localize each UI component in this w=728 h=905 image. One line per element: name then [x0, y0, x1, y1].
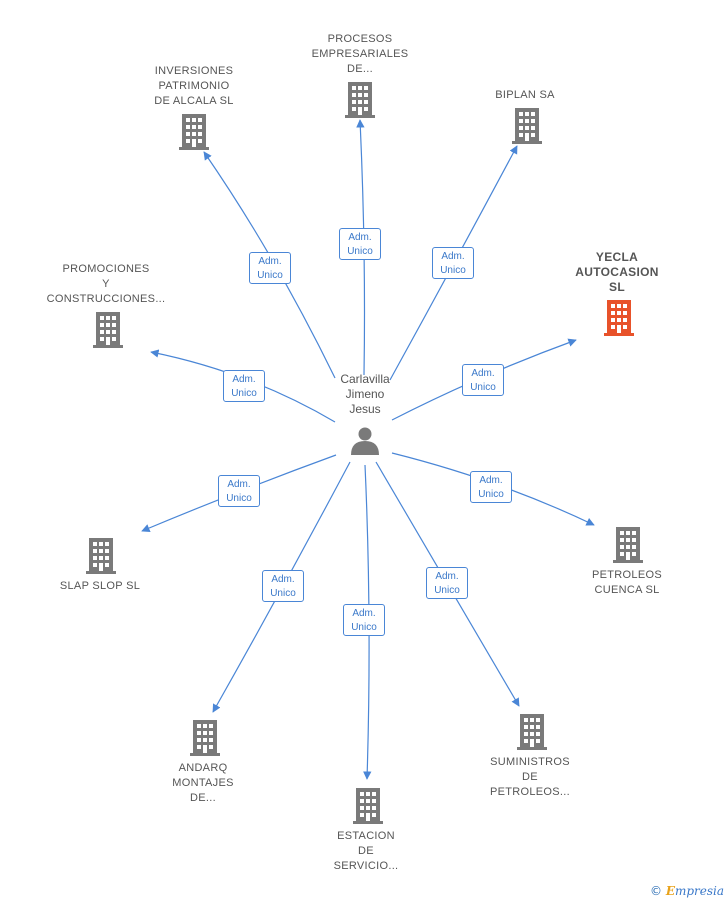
- company-label-slap[interactable]: SLAP SLOP SL: [59, 580, 141, 592]
- company-label-estacion[interactable]: ESTACION DE SERVICIO...: [333, 830, 399, 872]
- company-label-promociones[interactable]: PROMOCIONES Y CONSTRUCCIONES...: [46, 263, 166, 305]
- relation-badge-andarq: Adm. Unico: [262, 570, 304, 602]
- relation-badge-procesos: Adm. Unico: [339, 228, 381, 260]
- building-icon-inversiones[interactable]: [179, 114, 209, 150]
- relation-badge-slap: Adm. Unico: [218, 475, 260, 507]
- building-icon-suministros[interactable]: [517, 714, 547, 750]
- building-icon-andarq[interactable]: [190, 720, 220, 756]
- copyright-symbol: ©: [650, 884, 662, 898]
- company-label-procesos[interactable]: PROCESOS EMPRESARIALES DE...: [311, 33, 409, 75]
- company-label-biplan[interactable]: BIPLAN SA: [495, 89, 555, 101]
- relation-badge-suministros: Adm. Unico: [426, 567, 468, 599]
- building-icon-biplan[interactable]: [512, 108, 542, 144]
- building-icon-slap[interactable]: [86, 538, 116, 574]
- company-label-petroleos[interactable]: PETROLEOS CUENCA SL: [592, 569, 662, 596]
- relation-badge-yecla: Adm. Unico: [462, 364, 504, 396]
- building-icon-promociones[interactable]: [93, 312, 123, 348]
- building-icon-petroleos[interactable]: [613, 527, 643, 563]
- company-label-yecla[interactable]: YECLA AUTOCASION SL: [575, 250, 659, 294]
- building-icon-procesos[interactable]: [345, 82, 375, 118]
- person-icon[interactable]: [351, 427, 379, 456]
- relation-badge-biplan: Adm. Unico: [432, 247, 474, 279]
- brand-name: mpresia: [674, 884, 725, 898]
- empresia-logo: © Empresia: [650, 884, 724, 898]
- relation-badge-promociones: Adm. Unico: [223, 370, 265, 402]
- company-label-suministros[interactable]: SUMINISTROS DE PETROLEOS...: [489, 756, 570, 798]
- relation-badge-estacion: Adm. Unico: [343, 604, 385, 636]
- company-label-inversiones[interactable]: INVERSIONES PATRIMONIO DE ALCALA SL: [154, 65, 234, 107]
- building-icon-yecla[interactable]: [604, 300, 634, 336]
- company-label-andarq[interactable]: ANDARQ MONTAJES DE...: [172, 762, 234, 804]
- person-name-label[interactable]: Carlavilla Jimeno Jesus: [340, 372, 390, 416]
- relation-badge-inversiones: Adm. Unico: [249, 252, 291, 284]
- building-icon-estacion[interactable]: [353, 788, 383, 824]
- relation-badge-petroleos: Adm. Unico: [470, 471, 512, 503]
- brand-initial: E: [665, 884, 675, 898]
